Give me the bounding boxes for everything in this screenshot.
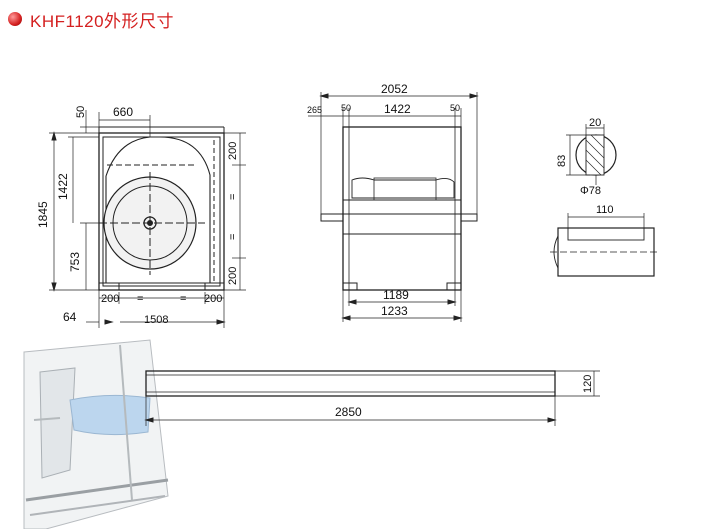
dim-50-right: 50 [450,103,460,113]
rail-body [145,370,556,397]
eq-mark-bottom-2: = [180,293,186,305]
eq-mark-right-2: = [227,234,239,240]
dim-key-20: 20 [589,117,601,129]
dim-200-right-top: 200 [227,142,239,160]
dim-660: 660 [113,105,133,119]
dim-1422-side: 1422 [384,102,411,116]
eq-mark-bottom-1: = [137,293,143,305]
side-housing [342,126,462,291]
shaft-left [320,213,344,222]
dim-1508: 1508 [144,314,168,326]
dim-64: 64 [63,310,77,324]
rail-view [144,370,600,426]
dim-50-left: 50 [341,103,351,113]
dim-50-top: 50 [75,106,87,118]
shaft-section [566,124,617,185]
dim-110: 110 [596,204,614,216]
shaft-right [460,213,478,222]
eq-mark-right-1: = [227,194,239,200]
dim-2052: 2052 [381,82,408,96]
dim-200-right-bottom: 200 [227,267,239,285]
dim-200-bottom-left: 200 [101,293,119,305]
dim-key-83: 83 [556,155,568,167]
dim-1233: 1233 [381,304,408,318]
shaft-side [550,213,660,277]
title-text: KHF1120外形尺寸 [30,11,175,31]
dim-753: 753 [68,252,82,272]
page-title: KHF1120外形尺寸 [8,6,174,32]
dim-1422: 1422 [56,173,70,200]
dim-2850: 2850 [335,405,362,419]
dim-200-bottom-right: 200 [204,293,222,305]
dim-diameter: Φ78 [580,185,601,197]
bullet-icon [8,12,22,26]
dim-1189: 1189 [383,288,409,302]
dim-120: 120 [582,375,594,393]
fan-photo [23,339,169,529]
dim-1845: 1845 [36,201,50,228]
side-view [308,92,479,322]
dim-265: 265 [307,105,322,115]
front-housing [98,132,225,291]
front-view [49,110,246,328]
